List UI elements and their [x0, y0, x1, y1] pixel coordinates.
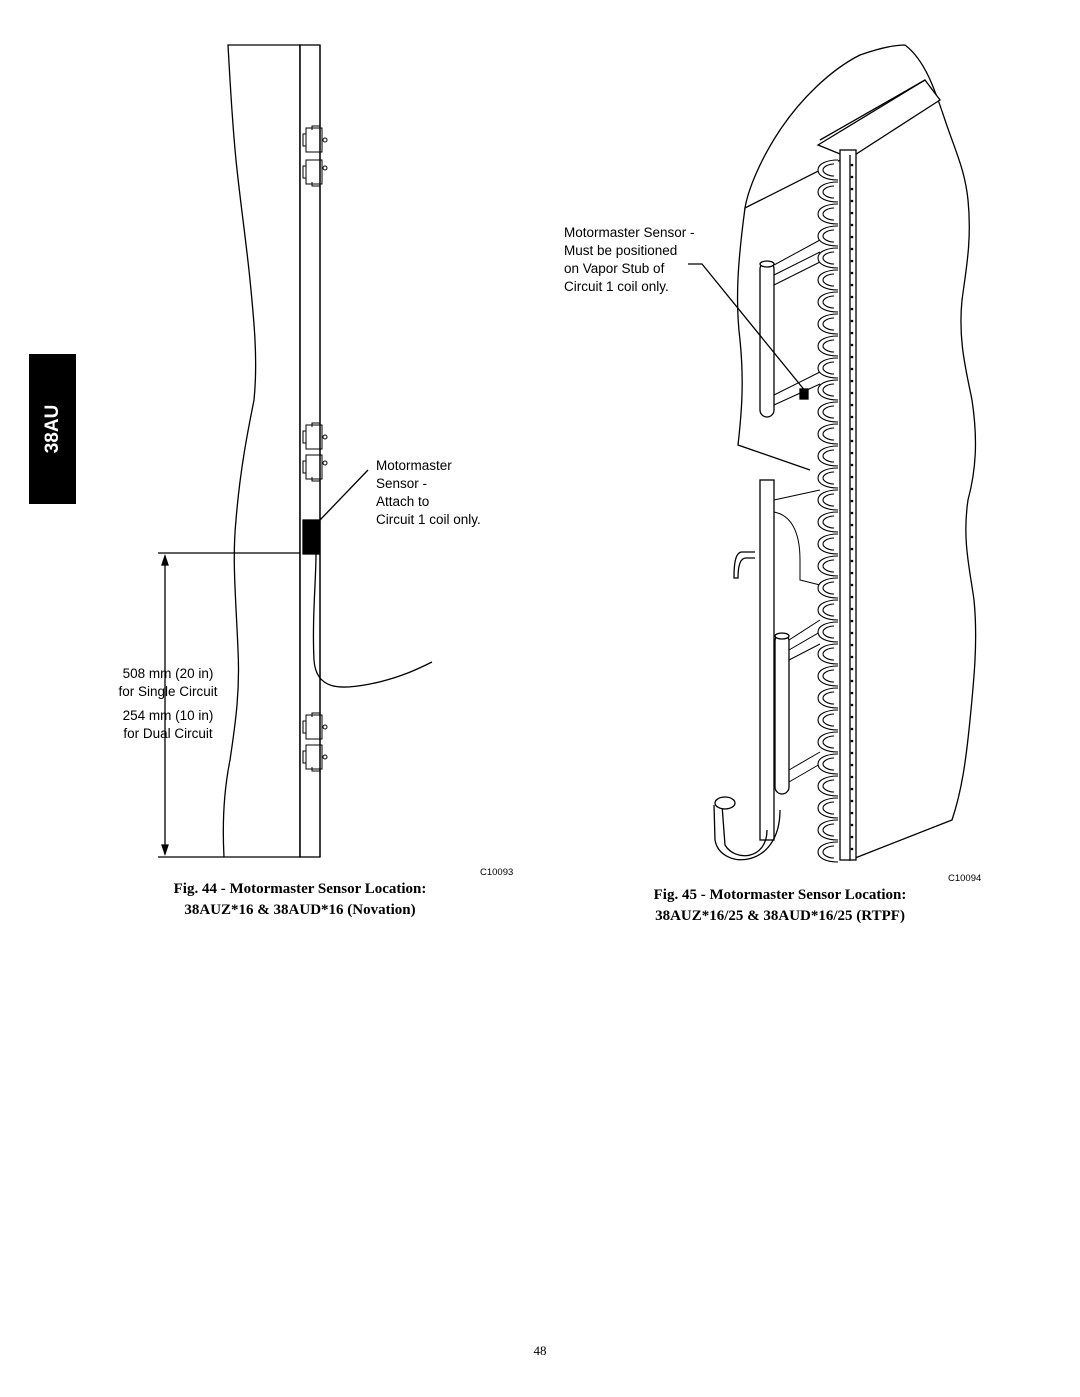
fig45-coil-drawing: [688, 44, 977, 863]
fig44-caption-line2: 38AUZ*16 & 38AUD*16 (Novation): [184, 902, 416, 918]
fig44-caption-line1: Fig. 44 - Motormaster Sensor Location:: [173, 881, 427, 897]
fig44-code: C10093: [480, 867, 514, 878]
fig44-sensor: [302, 519, 320, 555]
fig45-sensor-label: Motormaster Sensor - Must be positioned …: [564, 225, 695, 294]
fig45-caption-line2: 38AUZ*16/25 & 38AUD*16/25 (RTPF): [655, 908, 905, 924]
section-tab: 38AU: [29, 354, 76, 504]
fig44-caption: Fig. 44 - Motormaster Sensor Location: 3…: [130, 879, 470, 921]
fig45-caption: Fig. 45 - Motormaster Sensor Location: 3…: [600, 885, 960, 927]
fig44-dimension-single: 508 mm (20 in) for Single Circuit: [118, 666, 218, 699]
fig45-code: C10094: [948, 873, 982, 884]
fig44-coil-drawing: [158, 44, 433, 858]
page-number: 48: [533, 1343, 547, 1358]
fig44-dimension-dual: 254 mm (10 in) for Dual Circuit: [122, 708, 214, 741]
fig44-sensor-label: Motormaster Sensor - Attach to Circuit 1…: [376, 458, 481, 527]
fig45-caption-line1: Fig. 45 - Motormaster Sensor Location:: [653, 887, 907, 903]
